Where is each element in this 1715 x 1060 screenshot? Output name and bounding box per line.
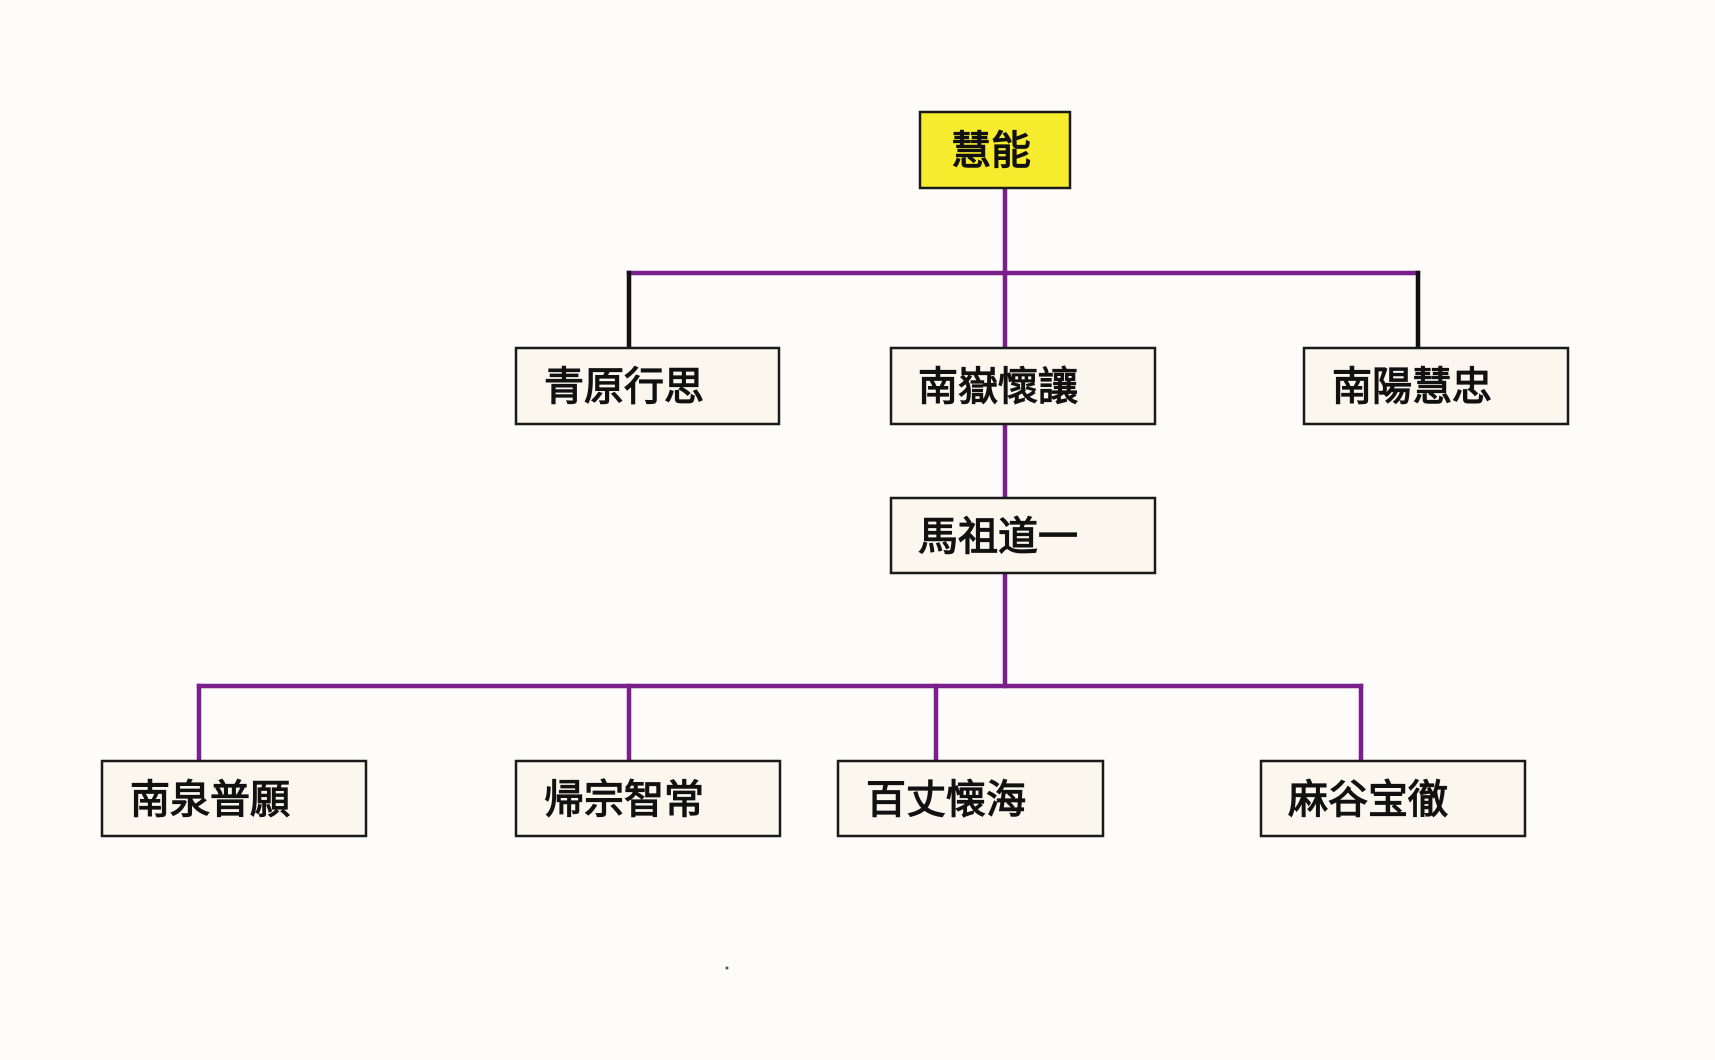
level1-node-nangaku: 南嶽懷讓 — [889, 346, 1157, 426]
connectors — [196, 185, 1421, 764]
node-label: 青原行思 — [544, 364, 704, 410]
node-box — [889, 346, 1157, 426]
level3-node-mayoku: 麻谷宝徹 — [1259, 759, 1527, 838]
node-box — [1302, 346, 1570, 426]
node-label: 百丈懐海 — [866, 777, 1026, 823]
node-box — [1259, 759, 1527, 838]
speck-dot — [725, 966, 729, 970]
node-box — [100, 759, 368, 838]
node-label: 馬祖道一 — [918, 514, 1078, 560]
node-label: 帰宗智常 — [544, 777, 704, 823]
node-box — [889, 496, 1157, 575]
node-box — [514, 759, 782, 838]
level1-node-nanyo: 南陽慧忠 — [1302, 346, 1570, 426]
node-label: 南泉普願 — [130, 777, 290, 823]
node-label: 南嶽懷讓 — [918, 364, 1079, 410]
root-node: 慧能 — [918, 110, 1072, 190]
node-box — [514, 346, 781, 426]
level2-node-baso: 馬祖道一 — [889, 496, 1157, 575]
level3-node-nansen: 南泉普願 — [100, 759, 368, 838]
level3-node-kisu: 帰宗智常 — [514, 759, 782, 838]
node-label: 麻谷宝徹 — [1288, 777, 1449, 823]
node-box — [836, 759, 1105, 838]
root-node-label: 慧能 — [951, 128, 1031, 174]
level1-node-seigen: 青原行思 — [514, 346, 781, 426]
level3-node-hyakujo: 百丈懐海 — [836, 759, 1105, 838]
node-label: 南陽慧忠 — [1332, 364, 1492, 410]
root-node-box — [918, 110, 1072, 190]
